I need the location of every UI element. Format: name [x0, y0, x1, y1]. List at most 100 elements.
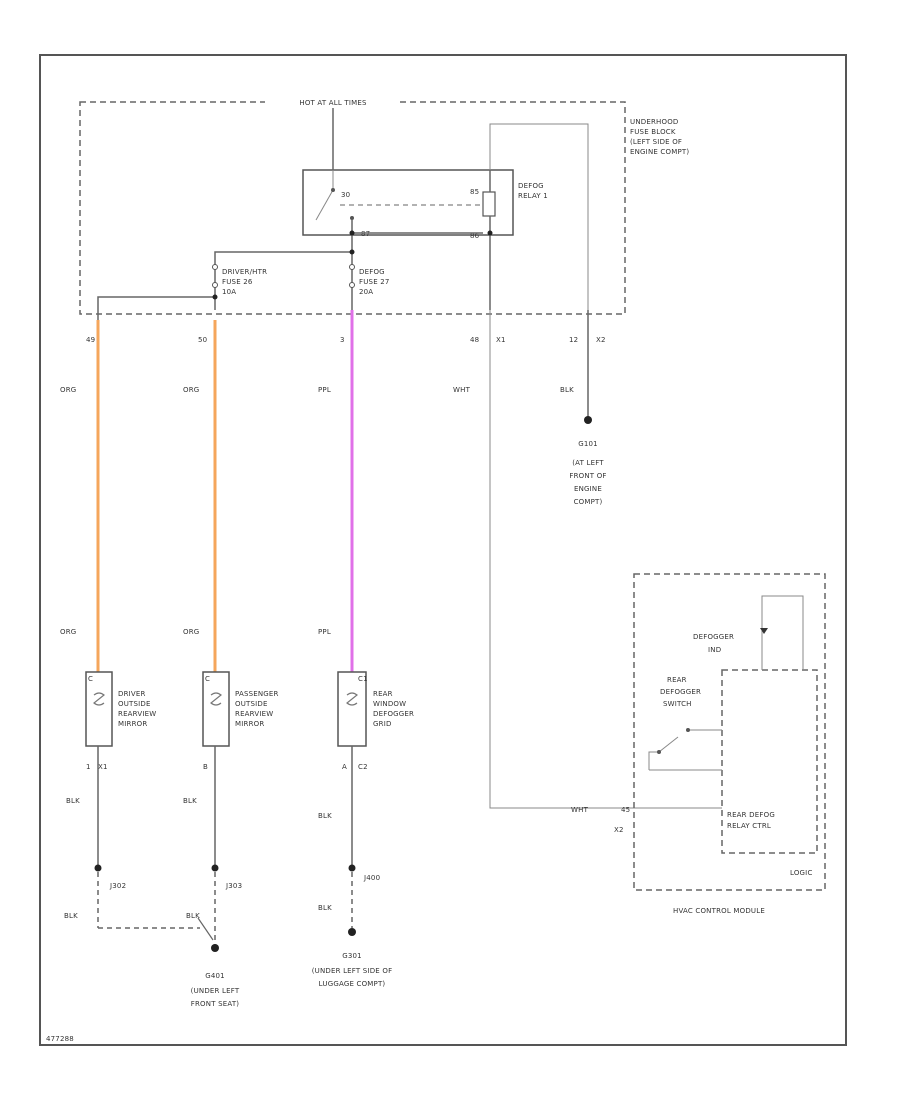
svg-text:49: 49	[86, 336, 95, 344]
svg-text:(UNDER LEFT: (UNDER LEFT	[191, 987, 240, 995]
svg-text:DRIVER: DRIVER	[118, 690, 146, 698]
svg-text:BLK: BLK	[318, 904, 332, 912]
svg-text:J303: J303	[225, 882, 242, 890]
ground-g101: G101 (AT LEFT FRONT OF ENGINE COMPT)	[569, 440, 606, 506]
svg-text:ORG: ORG	[183, 386, 199, 394]
svg-text:OUTSIDE: OUTSIDE	[235, 700, 268, 708]
svg-text:(AT LEFT: (AT LEFT	[572, 459, 604, 467]
svg-text:FUSE 26: FUSE 26	[222, 278, 253, 286]
svg-text:REARVIEW: REARVIEW	[235, 710, 273, 718]
svg-text:FRONT SEAT): FRONT SEAT)	[191, 1000, 240, 1008]
fuse-27: DEFOG FUSE 27 20A	[359, 268, 390, 296]
svg-text:BLK: BLK	[318, 812, 332, 820]
fuse-block-wiring	[97, 108, 589, 320]
svg-text:PPL: PPL	[318, 386, 331, 394]
svg-text:48: 48	[470, 336, 479, 344]
svg-text:REARVIEW: REARVIEW	[118, 710, 156, 718]
svg-text:BLK: BLK	[560, 386, 574, 394]
svg-text:GRID: GRID	[373, 720, 392, 728]
svg-text:87: 87	[361, 230, 370, 238]
svg-text:ENGINE: ENGINE	[574, 485, 602, 493]
svg-text:HVAC CONTROL MODULE: HVAC CONTROL MODULE	[673, 907, 765, 915]
svg-text:DEFOGGER: DEFOGGER	[373, 710, 414, 718]
passenger-outside-rearview-mirror: C PASSENGER OUTSIDE REARVIEW MIRROR B	[202, 671, 279, 771]
ground-wire-labels: BLK BLK BLK BLK BLK BLK	[64, 797, 332, 920]
ground-g401: G401 (UNDER LEFT FRONT SEAT)	[191, 972, 240, 1008]
svg-text:MIRROR: MIRROR	[235, 720, 264, 728]
svg-text:B: B	[203, 763, 208, 771]
svg-text:X2: X2	[596, 336, 606, 344]
fuse-26: DRIVER/HTR FUSE 26 10A	[222, 268, 267, 296]
svg-text:FRONT OF: FRONT OF	[569, 472, 606, 480]
svg-text:X2: X2	[614, 826, 624, 834]
hot-at-all-times-label: HOT AT ALL TIMES	[299, 99, 367, 107]
svg-text:DEFOGGER: DEFOGGER	[693, 633, 734, 641]
splice-labels: J302 J303 J400	[109, 874, 380, 890]
svg-text:3: 3	[340, 336, 345, 344]
svg-text:REAR: REAR	[373, 690, 393, 698]
svg-text:ENGINE COMPT): ENGINE COMPT)	[630, 148, 689, 156]
svg-text:PPL: PPL	[318, 628, 331, 636]
svg-text:(LEFT SIDE OF: (LEFT SIDE OF	[630, 138, 682, 146]
svg-text:G401: G401	[205, 972, 225, 980]
svg-text:BLK: BLK	[186, 912, 200, 920]
svg-text:DEFOG: DEFOG	[359, 268, 385, 276]
svg-text:86: 86	[470, 232, 480, 240]
svg-text:J302: J302	[109, 882, 126, 890]
diagram-frame	[39, 54, 847, 1046]
svg-text:45: 45	[621, 806, 630, 814]
svg-text:J400: J400	[363, 874, 380, 882]
diagram-code: 477288	[46, 1035, 74, 1043]
svg-text:UNDERHOOD: UNDERHOOD	[630, 118, 679, 126]
wire-wht-relay-ctrl	[489, 310, 722, 809]
svg-text:ORG: ORG	[60, 386, 76, 394]
svg-text:A: A	[342, 763, 347, 771]
svg-text:C2: C2	[358, 763, 368, 771]
svg-text:WHT: WHT	[571, 806, 589, 814]
rear-window-defogger-grid: C1 REAR WINDOW DEFOGGER GRID A C2	[337, 671, 414, 771]
svg-text:WHT: WHT	[453, 386, 471, 394]
svg-text:G101: G101	[578, 440, 598, 448]
svg-text:10A: 10A	[222, 288, 236, 296]
svg-text:DRIVER/HTR: DRIVER/HTR	[222, 268, 267, 276]
svg-text:BLK: BLK	[183, 797, 197, 805]
svg-text:1: 1	[86, 763, 91, 771]
svg-text:BLK: BLK	[64, 912, 78, 920]
svg-text:30: 30	[341, 191, 350, 199]
svg-text:REAR DEFOG: REAR DEFOG	[727, 811, 775, 819]
svg-text:LUGGAGE COMPT): LUGGAGE COMPT)	[319, 980, 386, 988]
hvac-control-module: DEFOGGER IND REAR DEFOGGER SWITCH REAR D…	[571, 573, 826, 915]
svg-text:COMPT): COMPT)	[574, 498, 603, 506]
svg-text:85: 85	[470, 188, 479, 196]
ground-wiring	[94, 746, 356, 952]
defog-relay: 30 85 87 86 DEFOG RELAY 1	[302, 169, 548, 240]
svg-text:DEFOGGER: DEFOGGER	[660, 688, 701, 696]
svg-text:C1: C1	[358, 675, 368, 683]
svg-text:C: C	[88, 675, 93, 683]
svg-text:ORG: ORG	[60, 628, 76, 636]
svg-text:C: C	[205, 675, 210, 683]
svg-text:OUTSIDE: OUTSIDE	[118, 700, 151, 708]
svg-text:X1: X1	[496, 336, 506, 344]
svg-text:FUSE BLOCK: FUSE BLOCK	[630, 128, 676, 136]
svg-text:IND: IND	[708, 646, 721, 654]
svg-text:SWITCH: SWITCH	[663, 700, 692, 708]
wire-color-labels: ORG ORG PPL WHT BLK ORG ORG PPL	[60, 386, 574, 636]
fuse-block-name: UNDERHOOD FUSE BLOCK (LEFT SIDE OF ENGIN…	[630, 118, 689, 156]
svg-text:PASSENGER: PASSENGER	[235, 690, 279, 698]
svg-text:REAR: REAR	[667, 676, 687, 684]
svg-text:BLK: BLK	[66, 797, 80, 805]
svg-text:DEFOG: DEFOG	[518, 182, 544, 190]
svg-text:ORG: ORG	[183, 628, 199, 636]
svg-text:RELAY CTRL: RELAY CTRL	[727, 822, 771, 830]
svg-text:X1: X1	[98, 763, 108, 771]
svg-text:(UNDER LEFT SIDE OF: (UNDER LEFT SIDE OF	[312, 967, 393, 975]
svg-text:LOGIC: LOGIC	[790, 869, 813, 877]
svg-text:12: 12	[569, 336, 578, 344]
driver-outside-rearview-mirror: C DRIVER OUTSIDE REARVIEW MIRROR 1 X1	[85, 671, 156, 771]
svg-text:RELAY 1: RELAY 1	[518, 192, 548, 200]
svg-text:50: 50	[198, 336, 207, 344]
ground-g301: G301 (UNDER LEFT SIDE OF LUGGAGE COMPT)	[312, 952, 393, 988]
svg-text:FUSE 27: FUSE 27	[359, 278, 390, 286]
